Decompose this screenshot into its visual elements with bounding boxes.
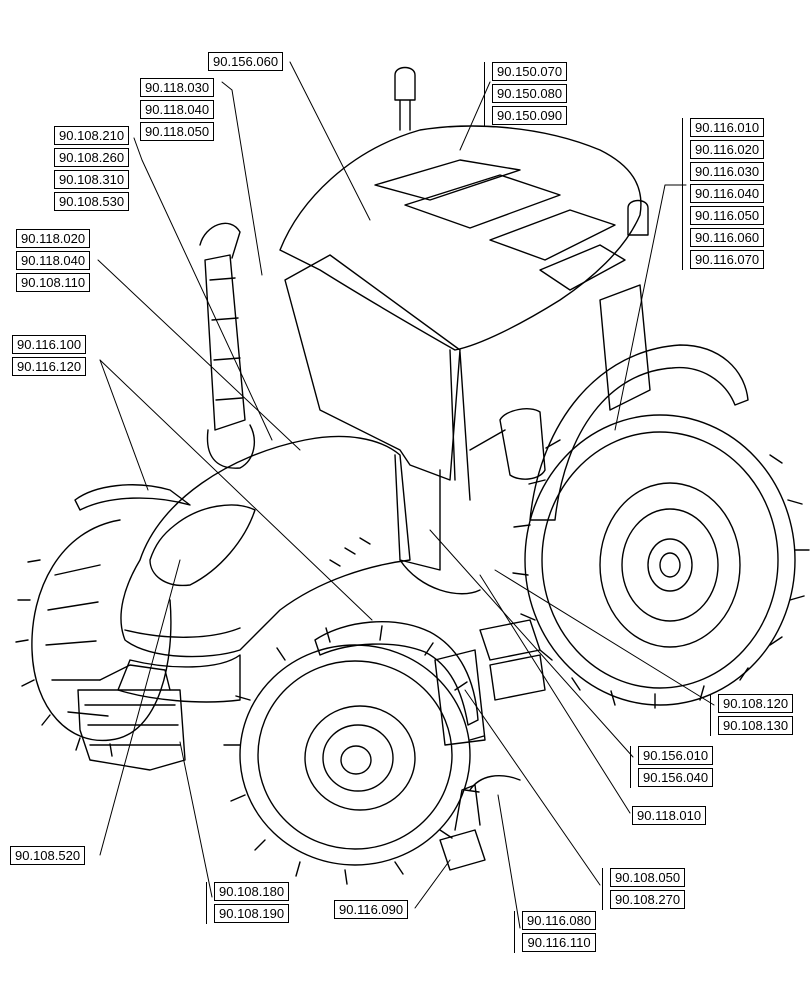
part-number: 90.116.070 (690, 250, 765, 269)
part-number: 90.108.310 (54, 170, 130, 189)
part-number: 90.116.010 (690, 118, 765, 137)
part-number: 90.118.010 (632, 806, 707, 825)
part-number: 90.118.040 (16, 251, 91, 270)
cab-roof (279, 125, 642, 351)
beacon-right (627, 199, 649, 236)
label-group-1: 90.156.060 (208, 52, 284, 74)
front-wheel-left (15, 519, 172, 757)
part-number: 90.116.100 (12, 335, 87, 354)
bracket (484, 62, 491, 126)
part-number: 90.156.040 (638, 768, 714, 787)
rear-fender (529, 344, 749, 521)
part-number: 90.116.020 (690, 140, 765, 159)
rear-door-panel (434, 649, 486, 746)
part-number: 90.116.080 (522, 911, 597, 930)
exhaust-pipe (204, 254, 246, 431)
part-number: 90.150.070 (492, 62, 568, 81)
cab-frame (284, 254, 461, 481)
front-wheel-right (223, 625, 485, 885)
part-number: 90.108.530 (54, 192, 130, 211)
label-group-4: 90.108.210 90.108.260 90.108.310 90.108.… (54, 126, 130, 214)
bracket (682, 118, 689, 270)
part-number: 90.108.270 (610, 890, 686, 909)
part-number: 90.108.050 (610, 868, 686, 887)
part-number: 90.108.110 (16, 273, 91, 292)
label-group-15: 90.116.080 90.116.110 (514, 911, 597, 955)
part-number: 90.156.060 (208, 52, 284, 71)
part-number: 90.116.110 (522, 933, 597, 952)
bracket (206, 882, 213, 924)
beacon-left (394, 66, 416, 131)
part-number: 90.116.090 (334, 900, 409, 919)
part-number: 90.116.060 (690, 228, 765, 247)
label-group-14: 90.116.090 (334, 900, 409, 922)
mirror (499, 408, 546, 480)
part-number: 90.150.080 (492, 84, 568, 103)
part-number: 90.108.210 (54, 126, 130, 145)
part-number: 90.108.190 (214, 904, 290, 923)
part-number: 90.116.040 (690, 184, 765, 203)
part-number: 90.108.130 (718, 716, 794, 735)
part-number: 90.108.120 (718, 694, 794, 713)
part-number: 90.116.120 (12, 357, 87, 376)
label-group-5: 90.116.010 90.116.020 90.116.030 90.116.… (682, 118, 765, 272)
front-fender-right (314, 621, 479, 726)
bracket (710, 694, 717, 736)
part-number: 90.118.030 (140, 78, 215, 97)
label-group-2: 90.150.070 90.150.080 90.150.090 (484, 62, 568, 128)
front-fender-left (74, 484, 191, 511)
part-number: 90.156.010 (638, 746, 714, 765)
rear-wheel (512, 414, 810, 709)
bracket (602, 868, 609, 910)
part-number: 90.150.090 (492, 106, 568, 125)
bracket (630, 746, 637, 788)
hand-controller (439, 774, 521, 871)
label-group-7: 90.116.100 90.116.120 (12, 335, 87, 379)
part-number: 90.118.050 (140, 122, 215, 141)
part-number: 90.116.050 (690, 206, 765, 225)
label-group-11: 90.108.520 (10, 846, 86, 868)
part-number: 90.108.260 (54, 148, 130, 167)
label-group-6: 90.118.020 90.118.040 90.108.110 (16, 229, 91, 295)
label-group-10: 90.118.010 (632, 806, 707, 828)
part-number: 90.118.020 (16, 229, 91, 248)
part-number: 90.108.520 (10, 846, 86, 865)
hood (120, 435, 411, 658)
front-weights (77, 689, 186, 771)
part-number: 90.116.030 (690, 162, 765, 181)
leader-lines (97, 61, 715, 929)
label-group-8: 90.108.120 90.108.130 (710, 694, 794, 738)
label-group-9: 90.156.010 90.156.040 (630, 746, 714, 790)
part-number: 90.118.040 (140, 100, 215, 119)
label-group-3: 90.118.030 90.118.040 90.118.050 (140, 78, 215, 144)
label-group-13: 90.108.180 90.108.190 (206, 882, 290, 926)
part-number: 90.108.180 (214, 882, 290, 901)
steps (479, 619, 546, 701)
bracket (514, 911, 521, 953)
label-group-12: 90.108.050 90.108.270 (602, 868, 686, 912)
